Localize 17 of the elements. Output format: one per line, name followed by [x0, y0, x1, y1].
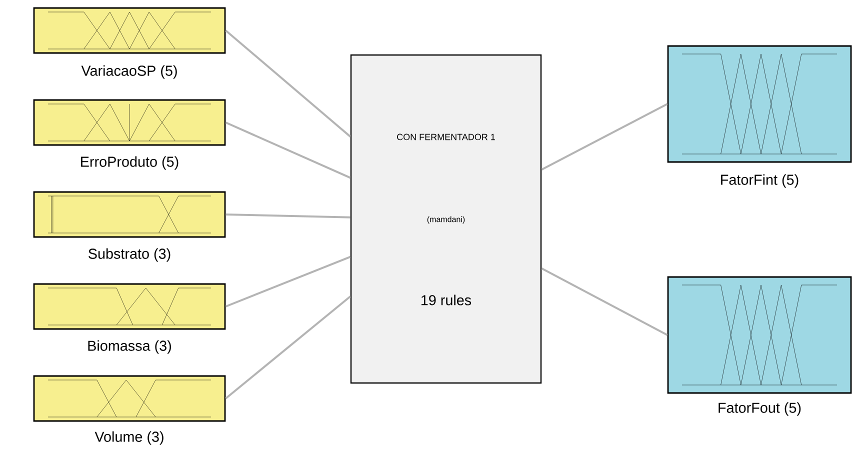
variable-label: Biomassa (3) — [88, 340, 171, 354]
connector-line — [225, 30, 352, 138]
connector-line — [225, 296, 352, 400]
system-text: (mamdani) — [427, 216, 465, 224]
connector-line — [226, 214, 350, 218]
connector-line — [225, 256, 351, 308]
variable-label: Substrato (3) — [88, 248, 170, 262]
connector-line — [541, 268, 668, 336]
variable-label: VariacaoSP (5) — [81, 65, 177, 79]
variable-label: FatorFint (5) — [721, 174, 798, 188]
variable-label: Volume (3) — [94, 431, 164, 445]
variable-label: ErroProduto (5) — [81, 156, 178, 170]
connector-line — [225, 122, 351, 179]
connector-line — [541, 103, 668, 170]
variable-label: FatorFout (5) — [718, 402, 801, 416]
system-text: 19 rules — [422, 294, 472, 306]
system-text: CON FERMENTADOR 1 — [397, 134, 495, 140]
